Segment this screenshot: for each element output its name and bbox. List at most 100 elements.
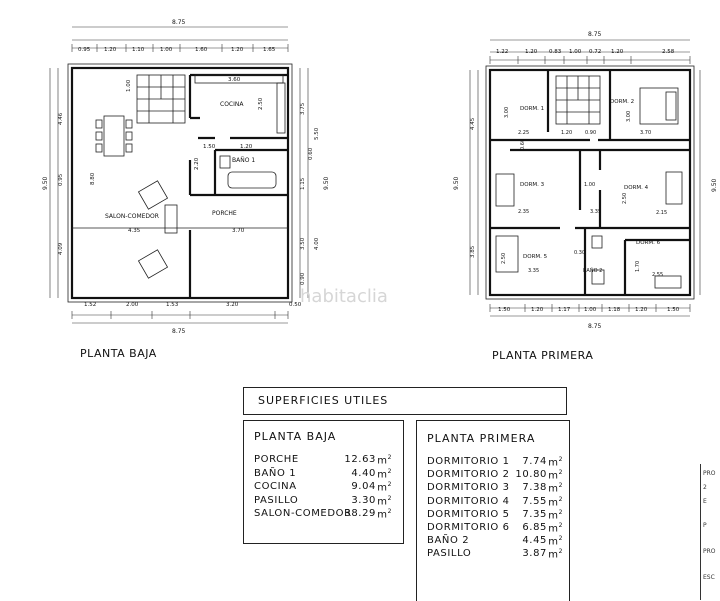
dim-label: 1.00 — [126, 79, 132, 92]
dim-label: 3.20 — [226, 302, 239, 308]
area-row-name: DORMITORIO 4 — [427, 495, 510, 507]
area-row-unit: m2 — [377, 468, 392, 480]
chair — [125, 143, 133, 153]
unit-exponent: 2 — [558, 482, 563, 490]
pillow — [665, 91, 677, 121]
dim-label: 2.25 — [518, 130, 529, 136]
porch-chair — [137, 249, 169, 279]
dim-label: 4.45 — [470, 117, 476, 130]
superficies-header-box: SUPERFICIES UTILES — [243, 387, 567, 415]
title-block-text: P — [703, 522, 707, 529]
unit-symbol: m — [377, 455, 388, 467]
area-row-name: DORMITORIO 6 — [427, 522, 510, 533]
title-block-text: PRO — [703, 470, 716, 477]
first-outer-wall-line — [485, 65, 695, 300]
room-label-bano-2: BAÑO 2 — [583, 267, 602, 274]
sofa — [164, 204, 178, 234]
dining-table — [103, 115, 125, 157]
area-row-name: DORMITORIO 1 — [427, 456, 510, 467]
dim-label: 3.50 — [300, 237, 306, 250]
unit-exponent: 2 — [558, 522, 563, 529]
area-row-value: 3.30 — [351, 494, 376, 506]
area-row-unit: m2 — [548, 509, 563, 521]
area-row-name: BAÑO 2 — [427, 535, 470, 547]
first-top-ticks — [489, 56, 691, 64]
ground-bottom-total: 8.75 — [172, 328, 186, 335]
dim-label: 1.10 — [132, 47, 145, 53]
dim-label: 4.35 — [128, 228, 141, 234]
ground-top-total: 8.75 — [172, 19, 186, 26]
chair — [125, 119, 133, 129]
unit-symbol: m — [548, 483, 559, 495]
dim-label: 1.20 — [525, 49, 538, 55]
unit-exponent: 2 — [387, 494, 392, 502]
dim-label: 1.00 — [569, 49, 582, 55]
dim-label: 2.50 — [258, 97, 264, 110]
area-row-unit: m2 — [548, 496, 563, 508]
unit-symbol: m — [548, 536, 559, 548]
dim-label: 4.09 — [58, 242, 64, 255]
area-row-unit: m2 — [377, 495, 392, 507]
bed-dorm-5 — [495, 235, 519, 273]
dim-label: 1.20 — [531, 307, 544, 313]
area-row-value: 7.35 — [522, 508, 547, 520]
dim-label: 1.20 — [231, 47, 244, 53]
area-row-value: 9.04 — [351, 481, 376, 492]
ground-top-ticks — [71, 44, 289, 52]
first-dimension-lines — [469, 39, 701, 317]
dim-label: 1.00 — [584, 182, 595, 188]
ground-left-total: 9.50 — [42, 176, 49, 190]
unit-exponent: 2 — [387, 481, 392, 488]
dim-label: 1.00 — [584, 307, 597, 313]
area-row-value: 4.45 — [522, 535, 547, 547]
room-label-dorm-2: DORM. 2 — [610, 99, 634, 105]
dim-label: 3.75 — [300, 102, 306, 115]
title-block-fragment: PRO 2 E P PRO ESC — [700, 464, 720, 600]
chair — [125, 131, 133, 141]
dim-label: 2.35 — [518, 209, 529, 215]
dim-label: 1.18 — [608, 307, 621, 313]
unit-exponent: 2 — [558, 535, 563, 543]
first-bottom-total: 8.75 — [588, 323, 602, 330]
dim-label: 3.35 — [528, 268, 539, 274]
area-row-unit: m2 — [548, 535, 563, 547]
dim-label: 2.00 — [126, 302, 139, 308]
bath-2-toilet — [591, 269, 605, 285]
dim-label: 0.83 — [549, 49, 562, 55]
room-label-cocina: COCINA — [220, 101, 244, 108]
kitchen-counter-side — [276, 82, 286, 134]
dim-label: 1.20 — [240, 144, 253, 150]
bed-dorm-6 — [654, 275, 682, 289]
first-floor-caption: PLANTA PRIMERA — [492, 349, 594, 362]
ground-bottom-ticks — [71, 311, 289, 319]
unit-exponent: 2 — [558, 508, 563, 516]
area-row-name: SALON-COMEDOR — [254, 508, 352, 519]
dim-label: 1.50 — [203, 144, 216, 150]
area-row-name: BAÑO 1 — [254, 467, 297, 479]
dim-label: 2.58 — [662, 49, 675, 55]
ground-right-total: 9.50 — [323, 176, 330, 190]
bed-dorm-2 — [639, 87, 679, 125]
area-row-name: DORMITORIO 2 — [427, 469, 510, 481]
unit-exponent: 2 — [558, 456, 563, 463]
first-outer-wall — [488, 68, 692, 297]
dim-label: 3.00 — [504, 107, 510, 118]
dim-label: 3.85 — [470, 245, 476, 258]
dim-label: 0.90 — [300, 272, 306, 285]
area-row-value: 12.63 — [344, 454, 376, 465]
stair-steps — [556, 76, 600, 124]
dim-label: 1.17 — [558, 307, 571, 313]
area-row-value: 10.80 — [515, 469, 547, 481]
area-row-unit: m2 — [548, 548, 563, 560]
dim-label: 1.20 — [635, 307, 648, 313]
dim-label: 4.46 — [58, 112, 64, 125]
dim-label: 0.60 — [308, 147, 314, 160]
area-row-value: 7.38 — [522, 482, 547, 494]
